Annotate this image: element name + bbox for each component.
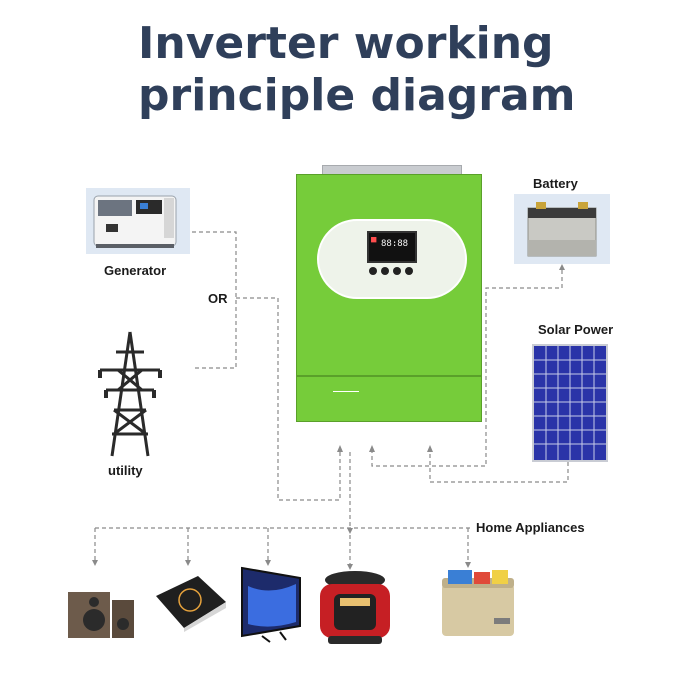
solar-wire [429,452,569,483]
solar-panel-icon [532,344,608,462]
battery-icon [514,194,610,264]
inverter-panel-seam [297,375,481,377]
inverter-display-panel: ■ 88:88 [317,219,467,299]
utility-label: utility [108,463,143,478]
solar-power-label: Solar Power [538,322,614,337]
title-line-1: Inverter working [138,18,554,69]
generator-wire [192,231,237,369]
inverter-logo-icon [333,391,359,400]
television-icon [241,566,301,643]
transmission-tower-icon [98,331,162,457]
title-line-2: principle diagram [138,70,576,121]
generator-icon [86,188,190,254]
home-appliances-label: Home Appliances [476,520,585,535]
battery-wire [371,270,563,467]
inverter-lcd: ■ 88:88 [367,231,417,263]
induction-cooker-icon [156,576,226,632]
inverter-icon: ■ 88:88 [296,174,482,422]
battery-label: Battery [533,176,578,191]
pressure-cooker-icon [320,571,390,644]
cooler-box-icon [442,570,514,636]
or-wire [236,297,341,501]
or-label: OR [208,291,228,306]
generator-label: Generator [104,263,167,278]
page-title: Inverter working principle diagram [138,18,658,122]
speaker-icon [68,592,134,638]
